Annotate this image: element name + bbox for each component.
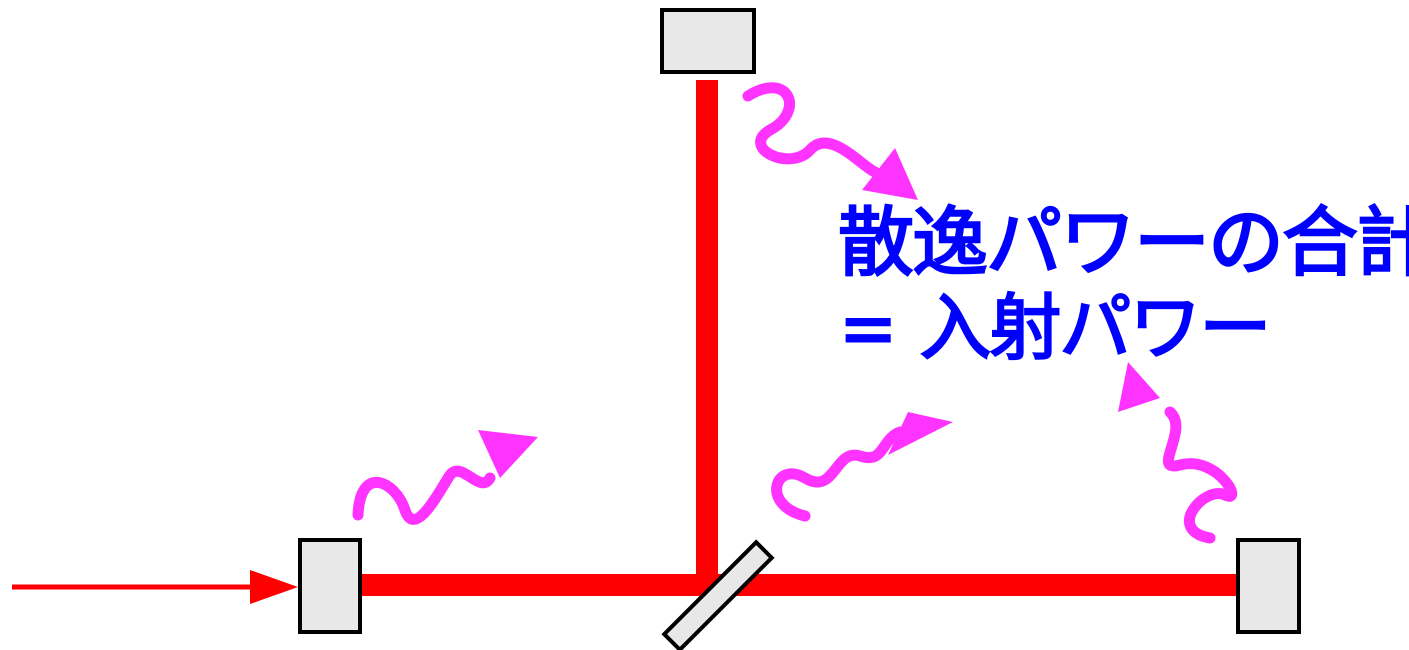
caption-total-dissipated-power: 散逸パワーの合計	[838, 198, 1409, 287]
incident-beam-arrowhead	[250, 570, 298, 604]
scatter-arrow-beam-splitter	[771, 412, 953, 522]
scatter-arrow-input-mirror	[352, 430, 538, 525]
input-mirror	[298, 538, 362, 634]
right-end-mirror	[1236, 538, 1301, 634]
top-end-mirror	[660, 8, 756, 74]
beam-splitter	[661, 539, 775, 650]
scatter-arrow-right-mirror	[1118, 362, 1238, 544]
scatter-arrow-top-mirror	[742, 82, 918, 200]
caption-equals-incident-power: = 入射パワー	[838, 286, 1271, 370]
